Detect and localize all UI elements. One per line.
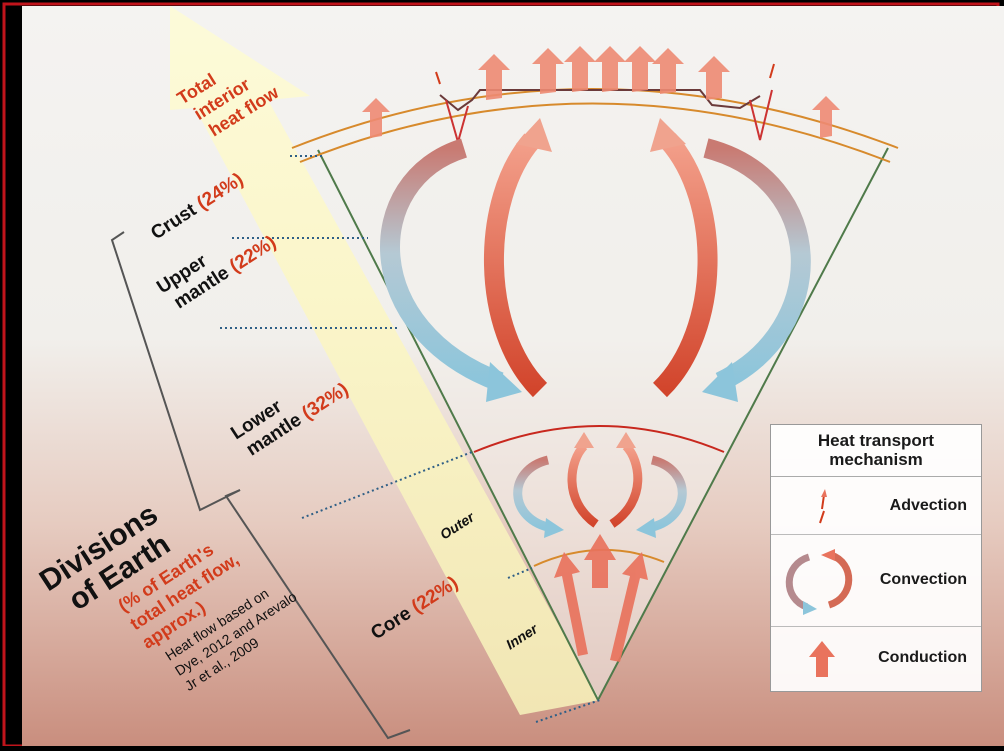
conduction-icon	[807, 639, 837, 677]
legend: Heat transport mechanism Advection Conve…	[770, 424, 982, 692]
advection-icon	[813, 485, 833, 525]
legend-title-line2: mechanism	[771, 450, 981, 469]
legend-advection-label: Advection	[890, 497, 967, 515]
legend-convection-label: Convection	[880, 571, 967, 589]
legend-conduction-label: Conduction	[878, 649, 967, 667]
legend-row-advection: Advection	[771, 477, 981, 535]
legend-row-convection: Convection	[771, 535, 981, 627]
legend-title-line1: Heat transport	[771, 431, 981, 450]
legend-row-conduction: Conduction	[771, 627, 981, 689]
legend-title: Heat transport mechanism	[771, 425, 981, 477]
convection-icon	[779, 543, 859, 619]
